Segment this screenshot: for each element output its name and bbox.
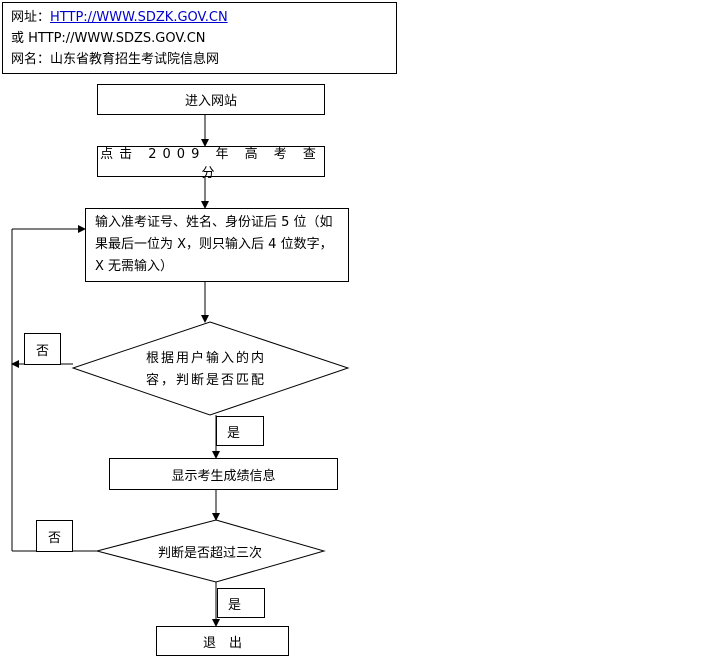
label-text: 否	[47, 530, 61, 546]
site-name: 山东省教育招生考试院信息网	[50, 52, 220, 67]
step-text: 点击 2009 年 高 考 查 分	[100, 146, 322, 181]
label-no-1: 否	[24, 333, 61, 365]
name-label: 网名：	[11, 52, 51, 67]
decision-match-text: 根据用户输入的内 容，判断是否匹配	[146, 348, 266, 392]
decision-text-line: 根据用户输入的内	[146, 351, 267, 366]
step-text: 显示考生成绩信息	[171, 468, 276, 484]
decision-text-line: 容，判断是否匹配	[146, 373, 267, 388]
alt-url: HTTP://WWW.SDZS.GOV.CN	[28, 31, 206, 46]
alt-prefix: 或	[11, 31, 29, 46]
site-info-box: 网址：HTTP://WWW.SDZK.GOV.CN 或 HTTP://WWW.S…	[2, 2, 397, 74]
step-show-scores: 显示考生成绩信息	[109, 458, 338, 490]
label-no-2: 否	[36, 520, 73, 552]
url-label: 网址：	[11, 10, 51, 25]
label-yes-2: 是	[217, 588, 265, 618]
step-click-query: 点击 2009 年 高 考 查 分	[97, 146, 325, 181]
step-text-line: 输入准考证号、姓名、身份证后 5 位（如	[95, 215, 333, 230]
step-text-line: 果最后一位为 X，则只输入后 4 位数字，	[95, 237, 333, 252]
label-text: 是	[227, 425, 241, 441]
step-enter-site: 进入网站	[97, 84, 325, 115]
label-text: 否	[35, 343, 49, 359]
label-text: 是	[228, 597, 242, 613]
site-link[interactable]: HTTP://WWW.SDZK.GOV.CN	[50, 10, 228, 25]
label-yes-1: 是	[216, 416, 264, 446]
step-exit: 退 出	[156, 626, 289, 656]
step-text-line: X 无需输入）	[95, 259, 174, 274]
decision-match-diamond	[71, 321, 350, 416]
step-text: 退 出	[202, 635, 242, 651]
decision-three-text: 判断是否超过三次	[158, 546, 263, 561]
step-input-info: 输入准考证号、姓名、身份证后 5 位（如 果最后一位为 X，则只输入后 4 位数…	[85, 208, 349, 282]
step-text: 进入网站	[184, 94, 237, 109]
